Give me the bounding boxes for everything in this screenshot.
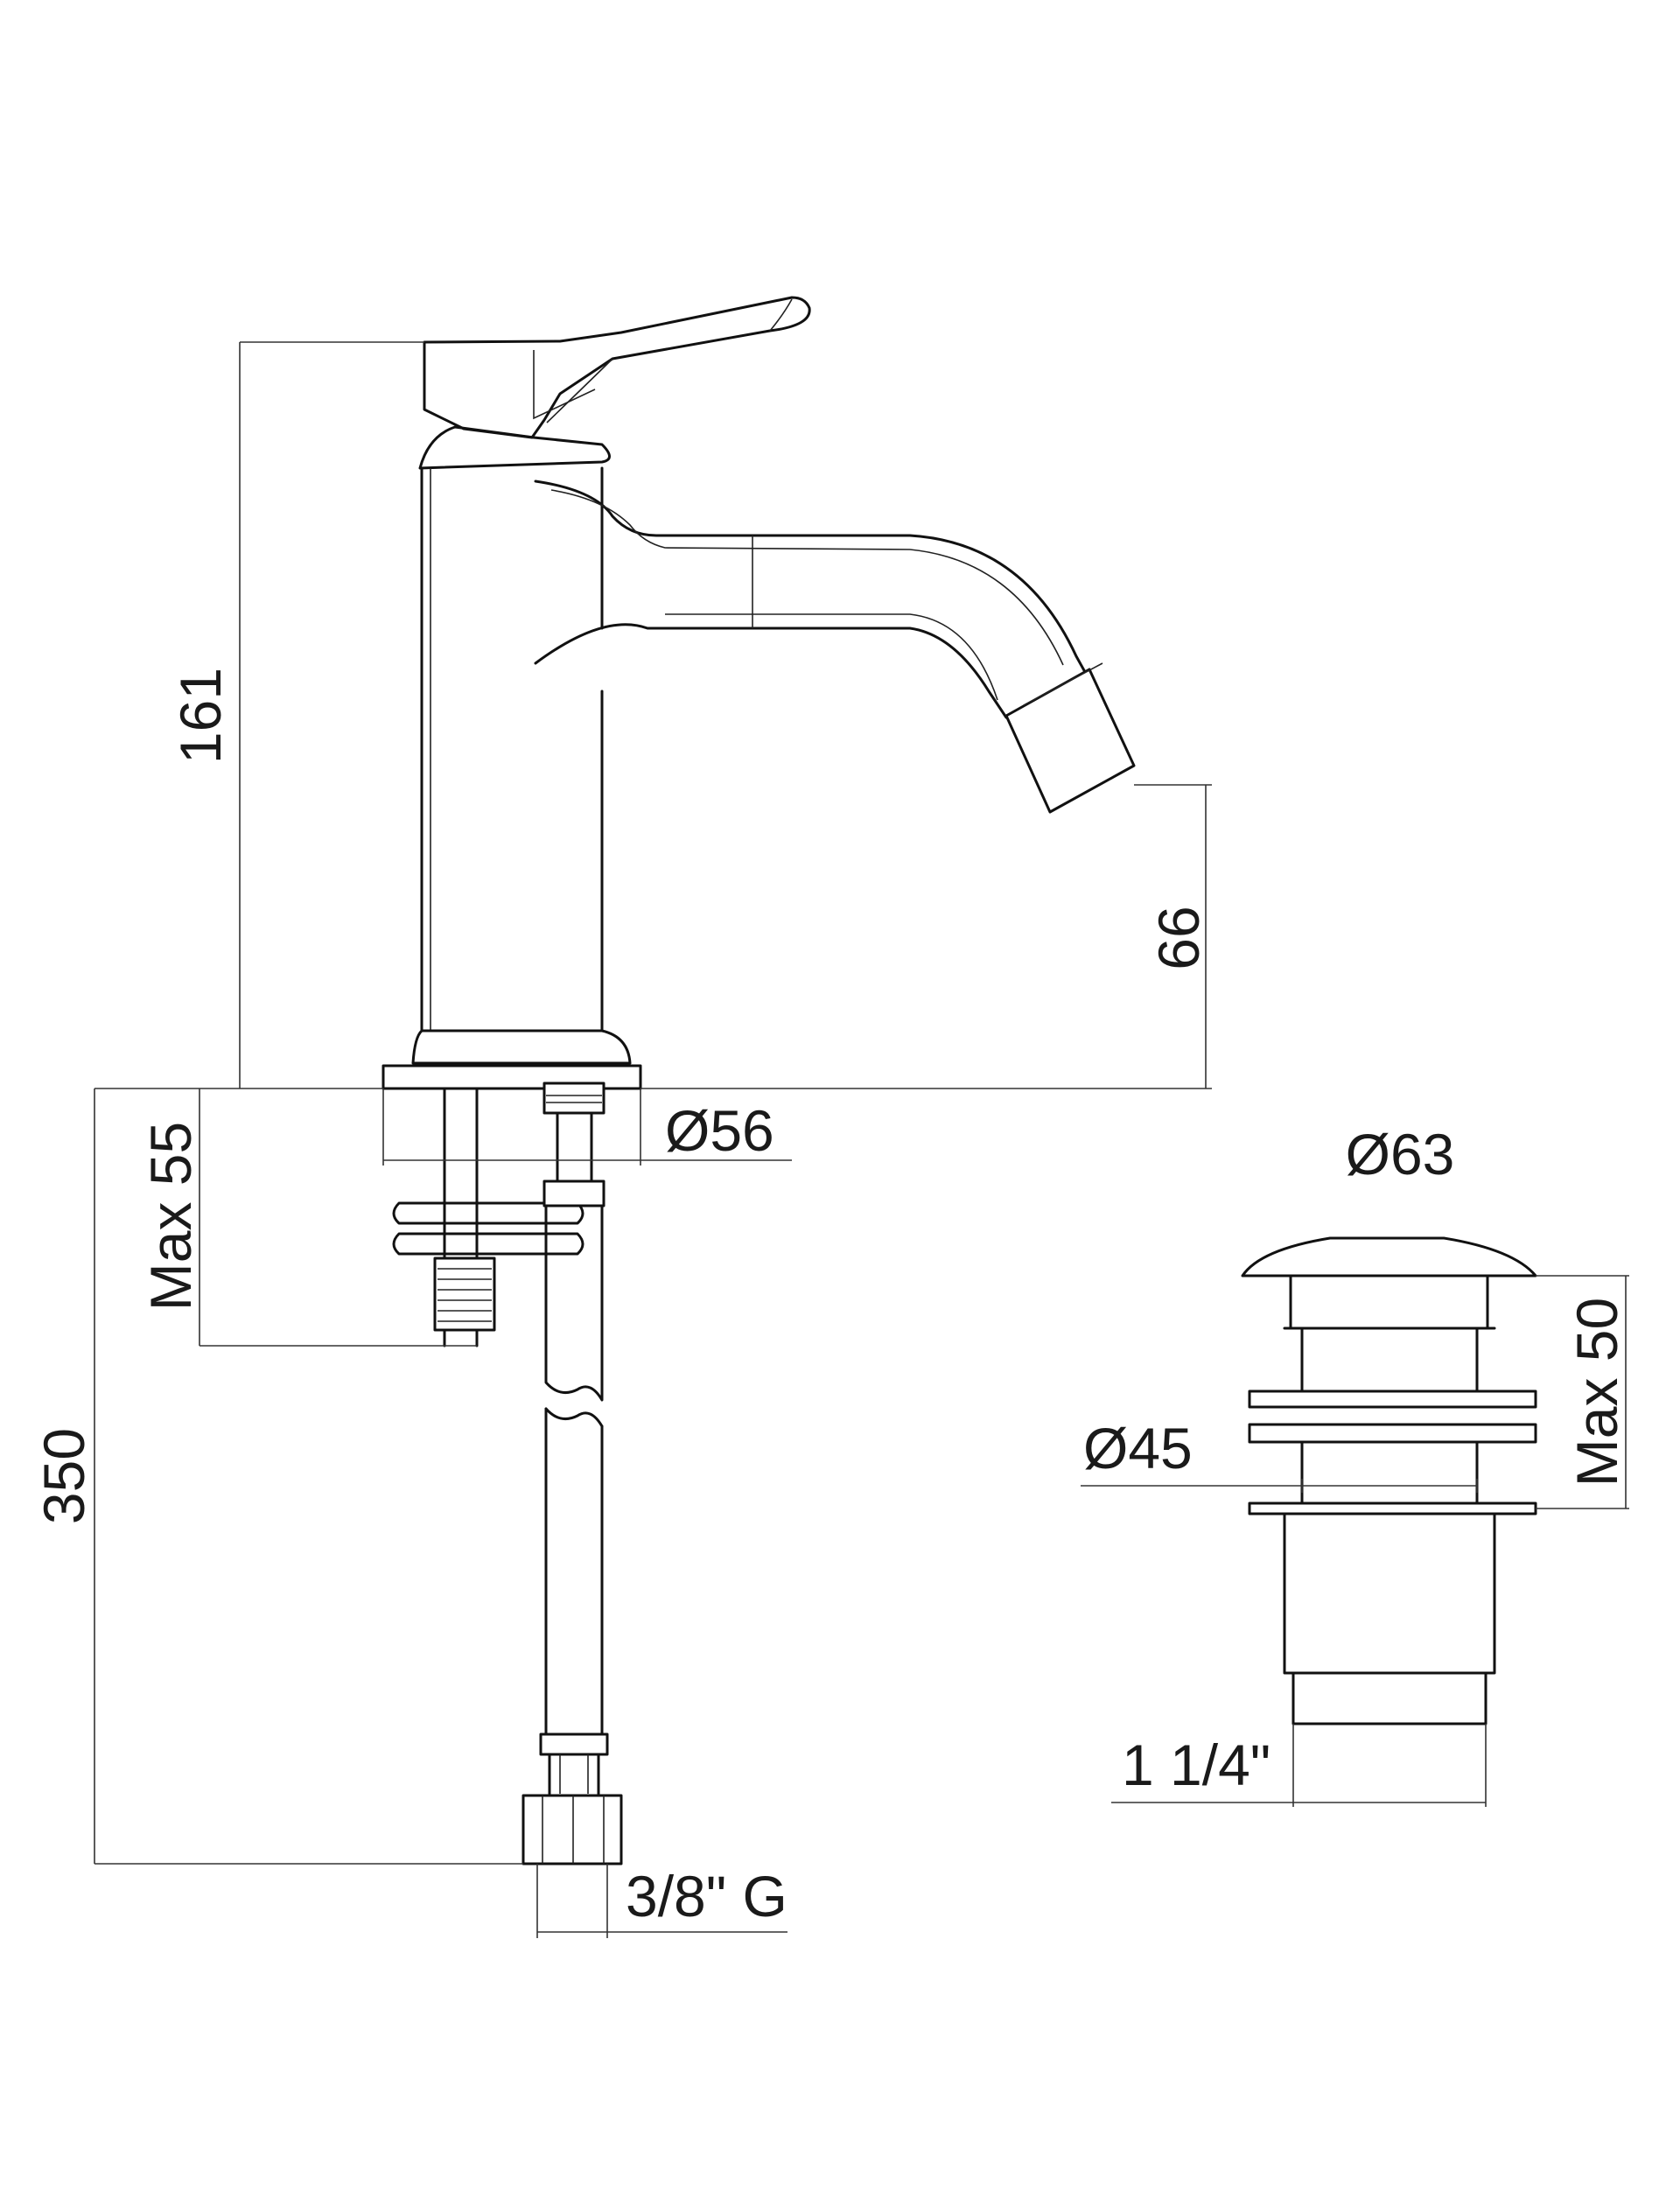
faucet-cap xyxy=(418,425,611,470)
hose-fitting xyxy=(522,1794,623,1866)
dim-label-350: 350 xyxy=(32,1428,96,1524)
drain-cap xyxy=(1241,1236,1537,1278)
drain-assembly xyxy=(1241,1236,1537,1726)
dim-label-diameter-45: Ø45 xyxy=(1083,1416,1193,1480)
dimension-lines xyxy=(94,341,1629,1938)
dim-label-161: 161 xyxy=(168,668,233,764)
dim-label-66: 66 xyxy=(1146,906,1211,970)
faucet-column xyxy=(420,466,604,1032)
dim-label-hose-thread: 3/8" G xyxy=(626,1864,788,1928)
dim-label-max-55: Max 55 xyxy=(138,1122,203,1311)
drain-body xyxy=(1283,1512,1496,1675)
dim-label-max-50: Max 50 xyxy=(1564,1298,1629,1487)
flex-hose xyxy=(522,1082,623,1866)
faucet-base xyxy=(411,1029,632,1065)
dim-label-drain-thread: 1 1/4" xyxy=(1122,1732,1270,1797)
faucet-spout xyxy=(534,480,1087,719)
faucet-aerator xyxy=(1004,668,1136,814)
dim-label-diameter-63: Ø63 xyxy=(1346,1122,1455,1186)
dim-label-diameter-56: Ø56 xyxy=(665,1098,774,1163)
faucet-body xyxy=(382,296,1136,1090)
faucet-handle xyxy=(423,296,811,439)
mounting-hardware xyxy=(392,1087,584,1348)
